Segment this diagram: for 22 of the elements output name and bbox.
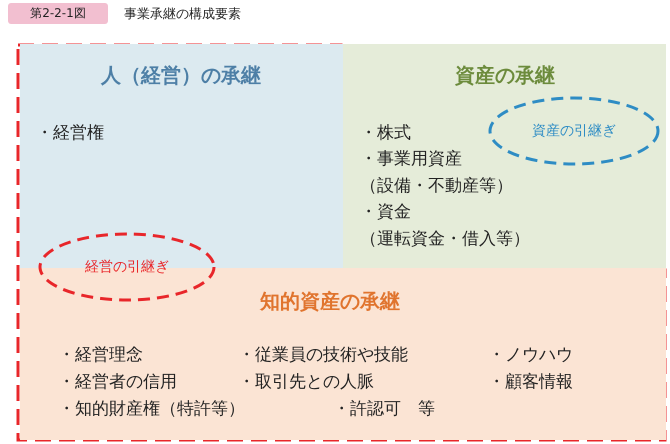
bullet-item: ・経営者の信用 [58,371,177,394]
bullet-item: ・取引先との人脈 [238,371,374,394]
title: 事業承継の構成要素 [124,6,241,23]
bullet-item: ・従業員の技術や技能 [238,344,408,367]
bullet-item: ・許認可 等 [333,398,435,421]
bullet-item: ・経営権 [36,122,104,145]
bullet-item: ・顧客情報 [488,371,573,394]
bullet-item: ・資金（運転資金・借入等） [360,201,530,250]
ellipse-label: 資産の引継ぎ [532,122,616,140]
bullet-item: ・株式 [360,122,411,145]
section-heading: 知的資産の承継 [260,288,400,315]
bullet-item: ・ノウハウ [488,344,573,367]
section-box [343,44,666,268]
ellipse-label: 経営の引継ぎ [85,258,169,276]
figure-number-badge: 第2-2-1図 [8,3,108,24]
bullet-item: ・経営理念 [58,344,143,367]
bullet-item: ・知的財産権（特許等） [58,398,245,421]
dashed-ellipse [38,232,216,302]
bullet-item: ・事業用資産（設備・不動産等） [360,148,513,198]
section-heading: 資産の承継 [455,62,555,89]
section-heading: 人（経営）の承継 [101,62,261,89]
dashed-ellipse [488,96,660,166]
